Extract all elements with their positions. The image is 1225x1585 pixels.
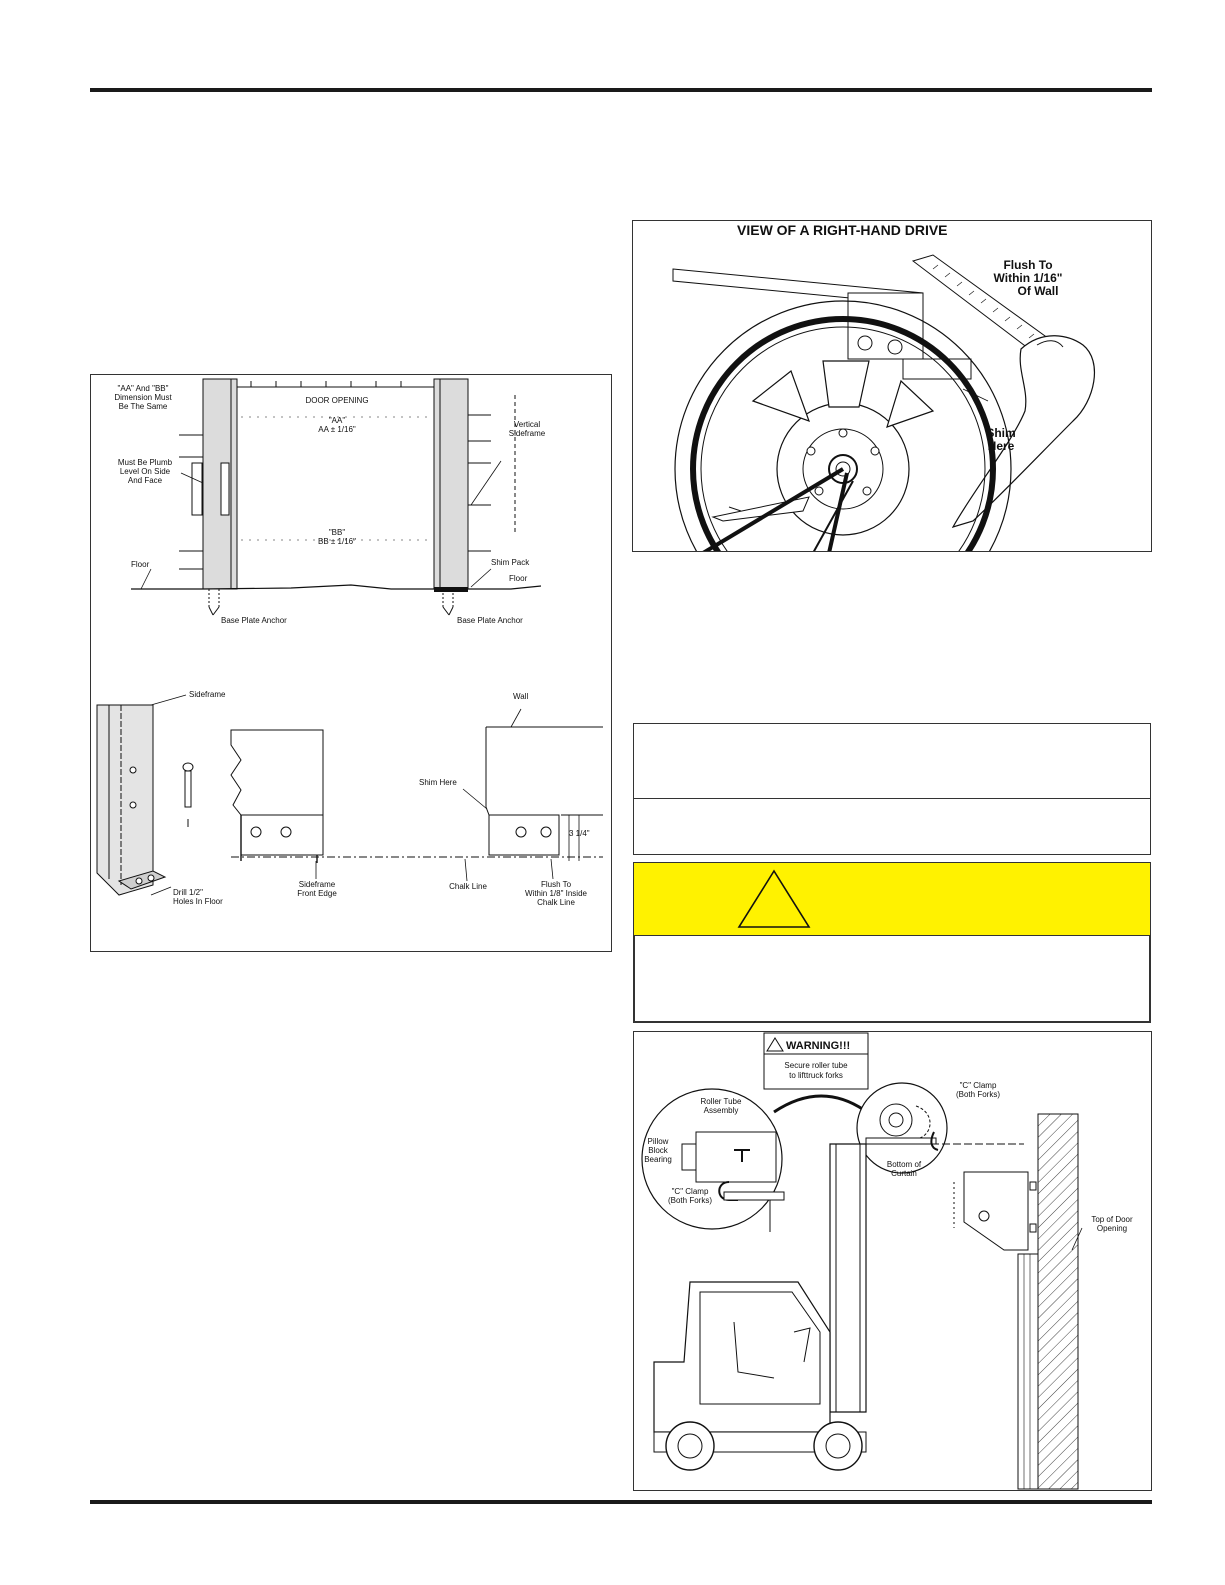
base-plate-anchor-left: Base Plate Anchor [221, 616, 287, 625]
warning-note-title: WARNING!!! [786, 1040, 850, 1052]
c-clamp-left-label: "C" Clamp(Both Forks) [668, 1187, 712, 1205]
bb-tolerance: BB ± 1/16" [318, 537, 356, 546]
base-plate-anchor-right: Base Plate Anchor [457, 616, 523, 625]
note-box [633, 723, 1151, 855]
warning-body [633, 935, 1151, 1023]
aa-label: "AA" [329, 416, 346, 425]
floor-right-label: Floor [509, 574, 528, 583]
aa-tolerance: AA ± 1/16" [318, 425, 356, 434]
drive-figure-title: VIEW OF A RIGHT-HAND DRIVE [737, 222, 948, 238]
warning-triangle-icon [737, 869, 811, 928]
chalk-line-label: Chalk Line [449, 882, 487, 891]
shim-pack-label: Shim Pack [491, 558, 530, 567]
bb-label: "BB" [329, 528, 346, 537]
door-opening-label: DOOR OPENING [305, 396, 368, 405]
drill-note: Drill 1/2"Holes In Floor [173, 888, 223, 906]
c-clamp-right-label: "C" Clamp(Both Forks) [956, 1081, 1000, 1099]
warning-header [633, 862, 1151, 936]
header-rule [90, 88, 1152, 92]
warning-small-icon [766, 1037, 784, 1052]
right-hand-drive-figure: VIEW OF A RIGHT-HAND DRIVE [632, 220, 1152, 552]
shim-here-label: Shim Here [419, 778, 457, 787]
footer-rule [90, 1500, 1152, 1504]
sideframe-label: Sideframe [189, 690, 226, 699]
wall-label: Wall [513, 692, 528, 701]
floor-left-label: Floor [131, 560, 150, 569]
dim-3-1-4-label: 3 1/4" [569, 829, 590, 838]
note-divider [634, 798, 1150, 799]
